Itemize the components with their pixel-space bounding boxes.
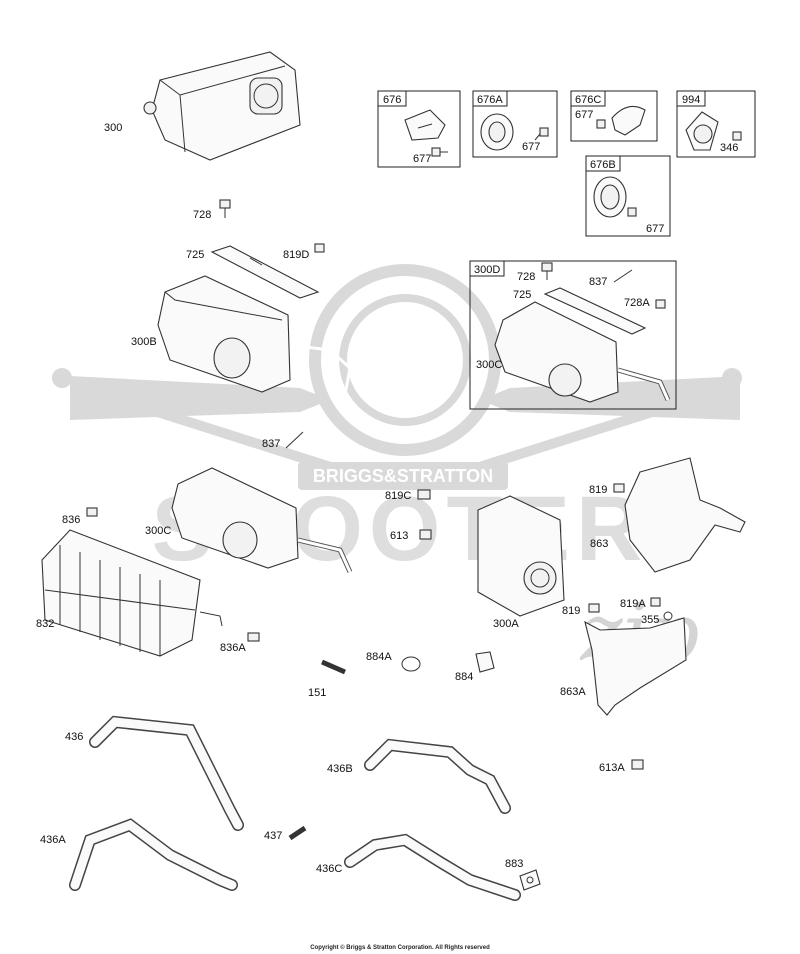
label-819D: 819D <box>283 249 309 261</box>
label-728A: 728A <box>624 297 650 309</box>
label-151: 151 <box>308 687 326 699</box>
label-863: 863 <box>590 538 608 550</box>
label-884A: 884A <box>366 651 392 663</box>
label-836: 836 <box>62 514 80 526</box>
clamp-884A[interactable] <box>401 656 421 672</box>
label-437: 437 <box>264 830 282 842</box>
pipe-436[interactable] <box>89 715 244 831</box>
copyright-text: Copyright © Briggs & Stratton Corporatio… <box>310 944 490 951</box>
label-725-b: 725 <box>513 289 531 301</box>
label-677-a: 677 <box>413 153 431 165</box>
label-613: 613 <box>390 530 408 542</box>
label-300B: 300B <box>131 336 157 348</box>
bolt-613[interactable] <box>419 529 432 540</box>
label-832: 832 <box>36 618 54 630</box>
bolt-677-d[interactable] <box>627 207 637 217</box>
part-300A-muffler[interactable] <box>477 495 565 617</box>
bolt-819A[interactable] <box>650 597 661 607</box>
label-300: 300 <box>104 122 122 134</box>
label-436B: 436B <box>327 763 353 775</box>
label-728-b: 728 <box>517 271 535 283</box>
frame-676B-title: 676B <box>590 159 616 171</box>
clamp-884[interactable] <box>475 651 495 673</box>
shield-863[interactable] <box>624 457 746 573</box>
part-676B-guard[interactable] <box>593 176 627 218</box>
frame-676A-title: 676A <box>477 94 503 106</box>
bolt-836[interactable] <box>86 507 98 517</box>
stud-151[interactable] <box>321 659 346 675</box>
bracket-863A[interactable] <box>584 617 687 716</box>
frame-676-title: 676 <box>383 94 401 106</box>
frame-300D: 300D <box>469 260 677 410</box>
label-725: 725 <box>186 249 204 261</box>
bolt-677-b[interactable] <box>534 127 549 141</box>
label-863A: 863A <box>560 686 586 698</box>
frame-676C-title: 676C <box>575 94 601 106</box>
bolt-819C[interactable] <box>417 489 431 500</box>
bolt-728-b[interactable] <box>541 262 553 280</box>
frame-300D-title: 300D <box>474 264 500 276</box>
bolt-677-c[interactable] <box>596 119 606 129</box>
bolt-728[interactable] <box>219 199 231 218</box>
bolt-819-a[interactable] <box>613 483 625 493</box>
bolt-836A[interactable] <box>247 632 260 642</box>
label-300C-a: 300C <box>476 359 502 371</box>
pipe-436C[interactable] <box>344 833 521 901</box>
bolt-346[interactable] <box>732 131 742 141</box>
label-613A: 613A <box>599 762 625 774</box>
bolt-677-a[interactable] <box>431 147 448 157</box>
label-819C: 819C <box>385 490 411 502</box>
label-819-b: 819 <box>562 605 580 617</box>
label-300A: 300A <box>493 618 519 630</box>
part-676C-deflector[interactable] <box>611 105 646 136</box>
pipe-436B[interactable] <box>364 738 511 814</box>
washer-355[interactable] <box>663 611 673 621</box>
bracket-725[interactable] <box>210 245 320 299</box>
bolt-728A[interactable] <box>655 299 666 309</box>
part-994-screen[interactable] <box>685 111 719 151</box>
label-677-d: 677 <box>646 223 664 235</box>
frame-994-title: 994 <box>682 94 700 106</box>
label-436A: 436A <box>40 834 66 846</box>
bolt-819-b[interactable] <box>588 603 600 613</box>
label-884: 884 <box>455 671 473 683</box>
label-355: 355 <box>641 614 659 626</box>
bolt-819D[interactable] <box>314 243 325 253</box>
part-300C-muffler-a[interactable] <box>494 301 671 403</box>
label-837-a: 837 <box>589 276 607 288</box>
bracket-725-b[interactable] <box>543 287 647 335</box>
frame-676: 676 677 <box>377 90 461 168</box>
part-300C-muffler-b[interactable] <box>171 467 353 574</box>
guard-832[interactable] <box>41 529 223 657</box>
watermark-brand: BRIGGS&STRATTON <box>313 466 493 486</box>
label-436C: 436C <box>316 863 342 875</box>
bolt-437[interactable] <box>288 825 307 841</box>
label-837-b: 837 <box>262 438 280 450</box>
pipe-436A[interactable] <box>69 818 238 891</box>
label-677-c: 677 <box>575 109 593 121</box>
gasket-883[interactable] <box>519 869 541 891</box>
label-836A: 836A <box>220 642 246 654</box>
part-676A-guard[interactable] <box>480 113 514 151</box>
link-837-a[interactable] <box>613 269 633 283</box>
frame-676A: 676A 677 <box>472 90 558 158</box>
label-883: 883 <box>505 858 523 870</box>
frame-676B: 676B 677 <box>585 155 671 237</box>
label-677-b: 677 <box>522 141 540 153</box>
bolt-613A[interactable] <box>631 759 644 770</box>
label-346: 346 <box>720 142 738 154</box>
link-837-b[interactable] <box>285 431 304 449</box>
part-676-guard[interactable] <box>404 109 446 141</box>
frame-994: 994 346 <box>676 90 756 158</box>
label-819-a: 819 <box>589 484 607 496</box>
label-819A: 819A <box>620 598 646 610</box>
part-300B-muffler[interactable] <box>157 275 352 396</box>
label-300C-b: 300C <box>145 525 171 537</box>
frame-676C: 676C 677 <box>570 90 658 142</box>
label-436: 436 <box>65 731 83 743</box>
label-728: 728 <box>193 209 211 221</box>
part-300-muffler[interactable] <box>143 51 301 161</box>
